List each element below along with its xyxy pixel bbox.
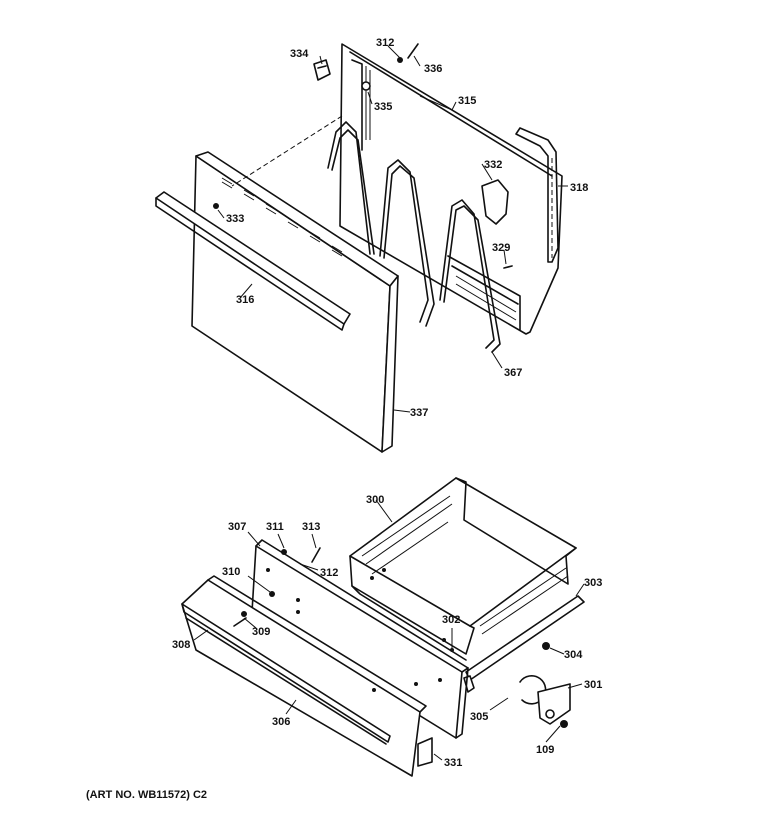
inner-door-panel — [339, 43, 563, 335]
drawer-small-parts — [233, 547, 571, 767]
drawer-trim-306 — [181, 575, 427, 777]
door-handle-316 — [155, 191, 351, 331]
callout-316: 316 — [236, 294, 254, 306]
door-spring-hinges — [327, 121, 501, 353]
callout-311: 311 — [266, 521, 284, 533]
callout-309: 309 — [252, 626, 270, 638]
callout-302: 302 — [442, 614, 460, 626]
callout-109: 109 — [536, 744, 554, 756]
callout-332: 332 — [484, 159, 502, 171]
leader-lines — [193, 45, 585, 761]
callout-307: 307 — [228, 521, 246, 533]
callout-367: 367 — [504, 367, 522, 379]
callout-303: 303 — [584, 577, 602, 589]
callout-313: 313 — [302, 521, 320, 533]
door-small-parts — [213, 43, 513, 269]
outer-door-panel-337 — [191, 151, 399, 453]
callout-306: 306 — [272, 716, 290, 728]
callout-329: 329 — [492, 242, 510, 254]
drawer-pan-300 — [349, 477, 577, 661]
callout-315: 315 — [458, 95, 476, 107]
callout-300: 300 — [366, 494, 384, 506]
drawer-front-panel — [251, 539, 469, 739]
callout-335: 335 — [374, 101, 392, 113]
callout-331: 331 — [444, 757, 462, 769]
callout-304: 304 — [564, 649, 583, 661]
callout-308: 308 — [172, 639, 190, 651]
art-number-label: (ART NO. WB11572) C2 — [86, 789, 208, 801]
callout-318: 318 — [570, 182, 588, 194]
callout-333: 333 — [226, 213, 244, 225]
callout-312-upper: 312 — [376, 37, 394, 49]
callout-labels: 334 312 336 335 315 333 332 318 329 316 … — [172, 37, 602, 769]
callout-337: 337 — [410, 407, 428, 419]
callout-301: 301 — [584, 679, 602, 691]
callout-310: 310 — [222, 566, 240, 578]
callout-305: 305 — [470, 711, 488, 723]
door-gasket-318 — [515, 127, 559, 263]
callout-312-lower: 312 — [320, 567, 338, 579]
callout-336: 336 — [424, 63, 442, 75]
callout-334: 334 — [290, 48, 309, 60]
